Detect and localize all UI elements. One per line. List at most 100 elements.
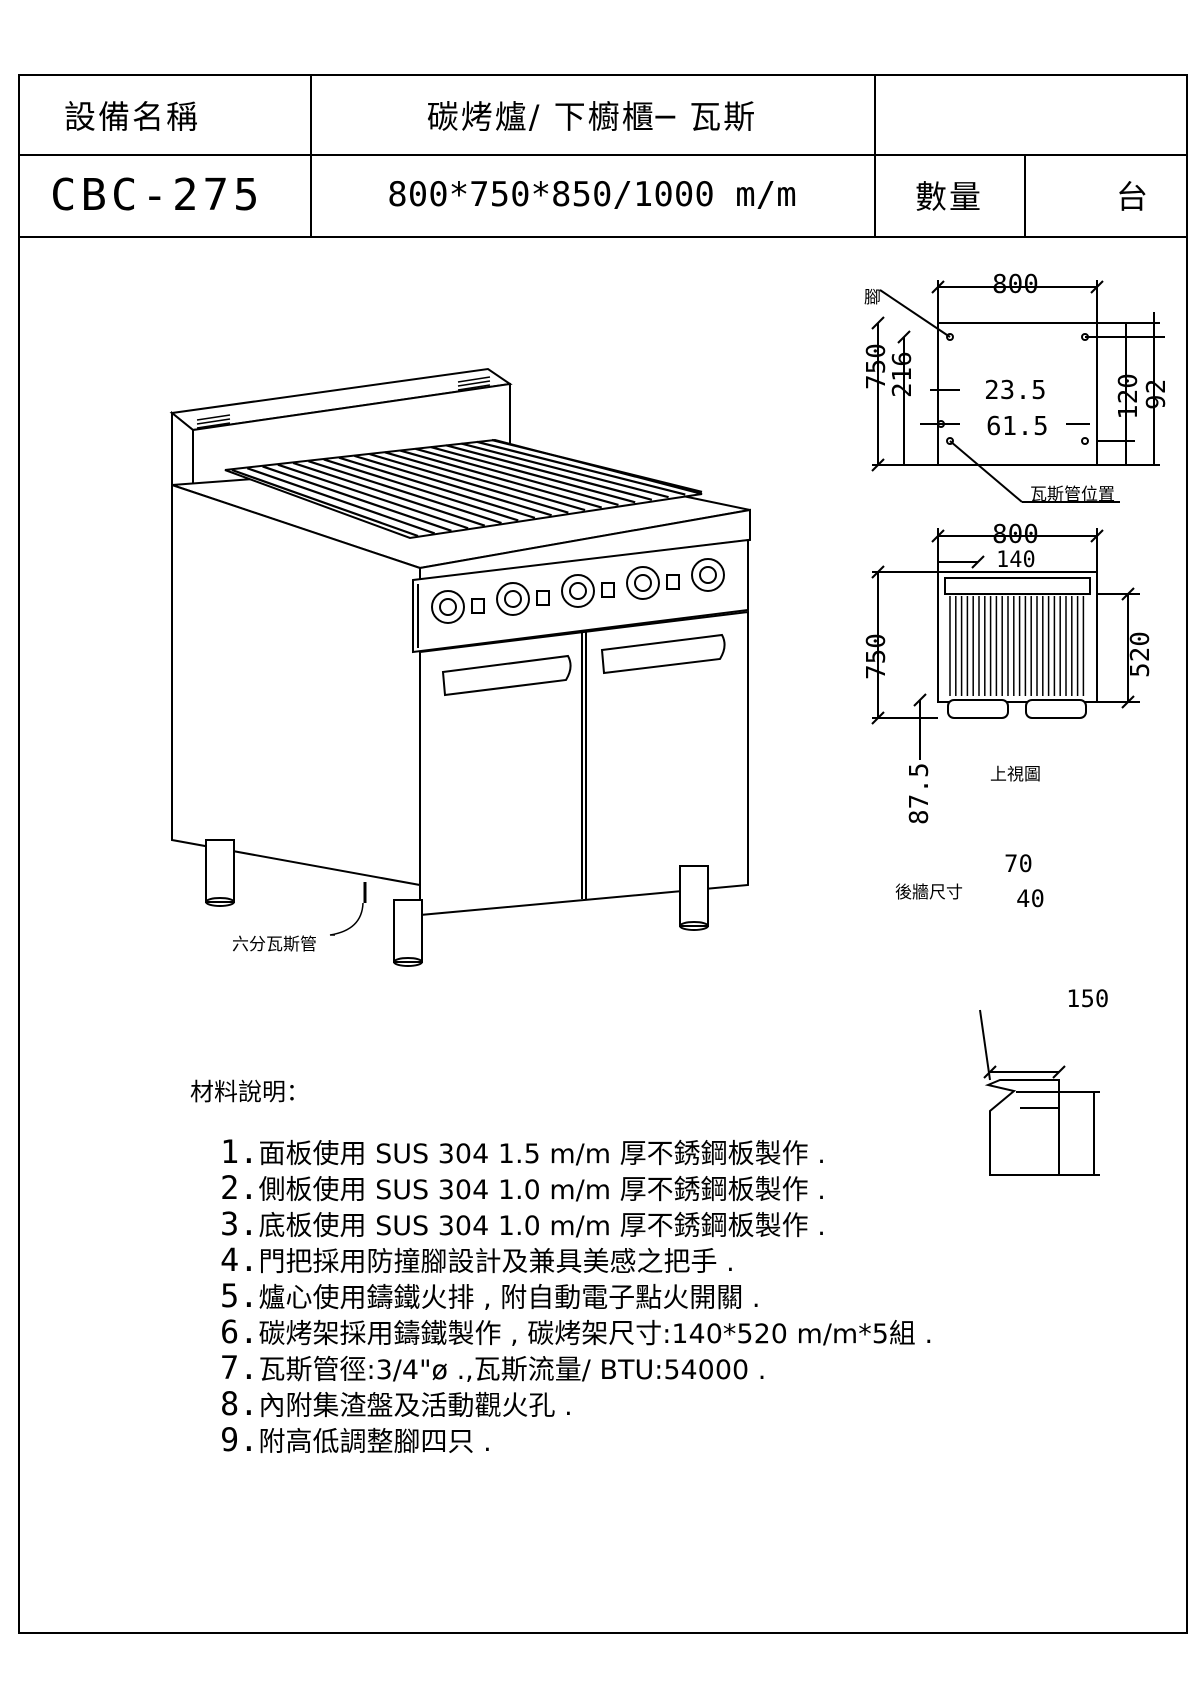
control-knob: [561, 574, 595, 608]
grill-perspective-view: [169, 367, 751, 967]
grill-bar: [262, 465, 452, 532]
knob-center: [504, 590, 522, 608]
ignition-button: [536, 590, 550, 606]
leg-label: 腳: [864, 288, 881, 308]
note-item: 6.碳烤架採用鑄鐵製作 , 碳烤架尺寸:140*520 m/m*5組 .: [220, 1312, 933, 1351]
quantity-unit: 台: [1115, 178, 1150, 216]
note-text: 瓦斯管徑:3/4"ø .,瓦斯流量/ BTU:54000 .: [258, 1355, 767, 1386]
top-view-title: 上視圖: [990, 765, 1041, 785]
note-item: 1.面板使用 SUS 304 1.5 m/m 厚不銹鋼板製作 .: [220, 1132, 826, 1171]
note-number: 5.: [220, 1277, 259, 1315]
equipment-name-label: 設備名稱: [64, 98, 201, 136]
control-knob: [496, 582, 530, 616]
rear-width-dim: 800: [992, 270, 1039, 300]
rear-120-dim: 120: [1114, 373, 1144, 420]
splash-70-dim: 70: [1004, 850, 1033, 878]
rear-23-5-dim: 23.5: [984, 376, 1047, 406]
grill-width-dim: 140: [996, 548, 1036, 573]
control-knob: [431, 590, 465, 624]
size-cell: 800*750*850/1000 m/m: [310, 154, 876, 238]
grill-bar: [277, 463, 469, 530]
control-knob: [626, 566, 660, 600]
gas-position-label: 瓦斯管位置: [1030, 485, 1115, 505]
equipment-name-value-cell: 碳烤爐/ 下櫥櫃─ 瓦斯: [310, 74, 876, 156]
notes-title: 材料說明：: [190, 1078, 310, 1106]
knob-center: [569, 582, 587, 600]
model-number: CBC-275: [50, 169, 264, 221]
grill-bar: [399, 449, 603, 509]
note-item: 2.側板使用 SUS 304 1.0 m/m 厚不銹鋼板製作 .: [220, 1168, 826, 1207]
model-cell: CBC-275: [18, 154, 312, 238]
note-item: 5.爐心使用鑄鐵火排 , 附自動電子點火開關 .: [220, 1276, 760, 1315]
note-text: 底板使用 SUS 304 1.0 m/m 厚不銹鋼板製作 .: [258, 1211, 826, 1242]
knob-center: [634, 574, 652, 592]
note-text: 爐心使用鑄鐵火排 , 附自動電子點火開關 .: [258, 1283, 761, 1314]
note-number: 6.: [220, 1313, 259, 1351]
rear-216-dim: 216: [888, 351, 918, 398]
note-text: 內附集渣盤及活動觀火孔 .: [258, 1391, 573, 1422]
back-splash-profile: [979, 1009, 1100, 1176]
note-text: 面板使用 SUS 304 1.5 m/m 厚不銹鋼板製作 .: [258, 1139, 826, 1170]
vent-left: [196, 414, 231, 429]
splash-40-dim: 40: [1016, 885, 1045, 913]
control-knob: [691, 558, 725, 592]
gas-pipe-label: 六分瓦斯管: [232, 935, 317, 955]
ignition-button: [601, 582, 615, 598]
note-number: 2.: [220, 1169, 259, 1207]
qty-unit-cell: 台: [1024, 154, 1188, 238]
grill-bar: [292, 461, 486, 527]
grill-bar: [415, 447, 619, 507]
vent-right: [457, 376, 491, 391]
note-number: 4.: [220, 1241, 259, 1279]
note-item: 7.瓦斯管徑:3/4"ø .,瓦斯流量/ BTU:54000 .: [220, 1348, 766, 1387]
qty-label-cell: 數量: [874, 154, 1026, 238]
grill-bar: [369, 453, 569, 514]
overall-size: 800*750*850/1000 m/m: [387, 175, 797, 215]
header-blank-cell: [874, 74, 1188, 156]
note-text: 側板使用 SUS 304 1.0 m/m 厚不銹鋼板製作 .: [258, 1175, 826, 1206]
grill-bar: [476, 440, 686, 496]
grill-bar: [246, 467, 436, 535]
grill-bar: [491, 438, 703, 494]
leg-plan-view: [871, 280, 1165, 503]
grill-depth-dim: 520: [1126, 631, 1156, 678]
note-number: 9.: [220, 1421, 259, 1459]
note-number: 8.: [220, 1385, 259, 1423]
quantity-label: 數量: [914, 178, 983, 216]
grill-bar: [430, 445, 636, 504]
knob-center: [699, 566, 717, 584]
rear-92-dim: 92: [1142, 378, 1172, 410]
control-knobs: [431, 558, 725, 624]
grill-bar: [384, 451, 586, 512]
knob-center: [439, 598, 457, 616]
top-view-grill-bars: [949, 596, 1085, 696]
grill-bar: [461, 442, 669, 499]
note-item: 9.附高低調整腳四只 .: [220, 1420, 492, 1459]
splash-150-dim: 150: [1066, 985, 1110, 1013]
note-number: 1.: [220, 1133, 259, 1171]
grill-bar: [323, 458, 519, 522]
note-number: 7.: [220, 1349, 259, 1387]
note-item: 4.門把採用防撞腳設計及兼具美感之把手 .: [220, 1240, 735, 1279]
equipment-name-value: 碳烤爐/ 下櫥櫃─ 瓦斯: [426, 98, 758, 136]
equipment-name-label-cell: 設備名稱: [18, 74, 312, 156]
grill-bar: [354, 454, 552, 517]
note-text: 碳烤架採用鑄鐵製作 , 碳烤架尺寸:140*520 m/m*5組 .: [258, 1319, 934, 1350]
note-text: 附高低調整腳四只 .: [258, 1427, 492, 1458]
back-splash-label: 後牆尺寸: [895, 883, 963, 903]
grill-bar: [308, 460, 502, 525]
note-text: 門把採用防撞腳設計及兼具美感之把手 .: [258, 1247, 735, 1278]
grill-bar: [445, 444, 653, 501]
note-item: 8.內附集渣盤及活動觀火孔 .: [220, 1384, 573, 1423]
note-number: 3.: [220, 1205, 259, 1243]
rear-61-5-dim: 61.5: [986, 412, 1049, 442]
top-plan-view: [871, 528, 1140, 760]
ignition-button: [471, 598, 485, 614]
offset-dim: 87.5: [905, 762, 935, 825]
grill-bar: [231, 468, 419, 538]
ignition-button: [666, 574, 680, 590]
grill-bar: [338, 456, 536, 519]
top-width-dim: 800: [992, 520, 1039, 550]
grill-bars: [231, 438, 703, 538]
